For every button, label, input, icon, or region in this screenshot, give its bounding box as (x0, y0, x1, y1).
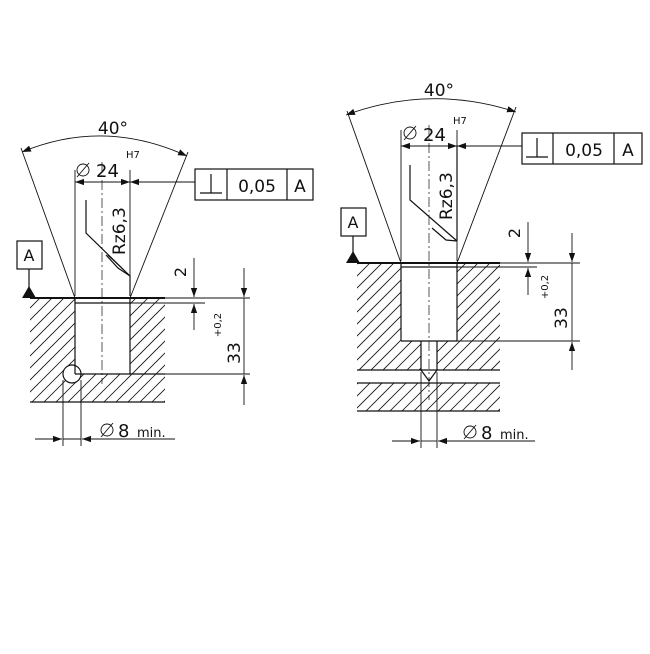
offset-dimension-left: 2 (130, 258, 250, 330)
roughness-label: Rz6,3 (110, 207, 130, 255)
offset-dimension-right: 2 (457, 222, 580, 295)
min-diameter-dimension-right: 8 min. (392, 372, 535, 448)
angle-label: 40° (424, 81, 454, 101)
drawing-left: 40° 24 H7 0,05 A Rz6,3 (16, 119, 314, 446)
roughness-label: Rz6,3 (437, 172, 457, 220)
depth-tol-label: +0,2 (213, 313, 224, 337)
perpendicularity-frame-right: 0,05 A (457, 132, 643, 165)
workpiece-section-right (357, 125, 500, 412)
angle-dimension-right: 40° (345, 81, 517, 264)
datum-flag-right: A (340, 207, 367, 263)
perp-tolerance-label: 0,05 (565, 141, 603, 161)
datum-flag-label: A (348, 213, 359, 232)
depth-dimension-right: 33 +0,2 (457, 233, 580, 370)
depth-label: 33 (552, 307, 572, 329)
datum-ref-label: A (622, 141, 634, 161)
min-hole-label: 8 (118, 421, 129, 442)
workpiece-section-left (30, 162, 165, 403)
perpendicularity-frame-left: 0,05 A (130, 168, 314, 201)
tolerance-class-label: H7 (453, 116, 467, 127)
offset-label: 2 (171, 267, 190, 277)
diameter-label: 24 (423, 125, 446, 146)
drawing-right: 40° 24 H7 0,05 A Rz6,3 (340, 81, 643, 448)
offset-label: 2 (505, 228, 524, 238)
perp-tolerance-label: 0,05 (238, 177, 276, 197)
diameter-label: 24 (96, 161, 119, 182)
roughness-symbol-right: Rz6,3 (409, 146, 458, 242)
min-label: min. (500, 428, 529, 443)
depth-tol-label: +0,2 (540, 275, 551, 299)
depth-dimension-left: 33 +0,2 (165, 268, 250, 405)
datum-ref-label: A (294, 177, 306, 197)
min-diameter-dimension-left: 8 min. (35, 380, 175, 446)
angle-label: 40° (98, 119, 128, 139)
tolerance-class-label: H7 (126, 150, 140, 161)
roughness-symbol-left: Rz6,3 (85, 200, 131, 296)
depth-label: 33 (225, 342, 245, 364)
diameter-dimension-left: 24 H7 (74, 150, 140, 296)
datum-flag-label: A (24, 246, 35, 265)
angle-dimension-left: 40° (20, 119, 189, 299)
datum-flag-left: A (16, 240, 43, 298)
min-label: min. (137, 426, 166, 441)
min-hole-label: 8 (481, 423, 492, 444)
